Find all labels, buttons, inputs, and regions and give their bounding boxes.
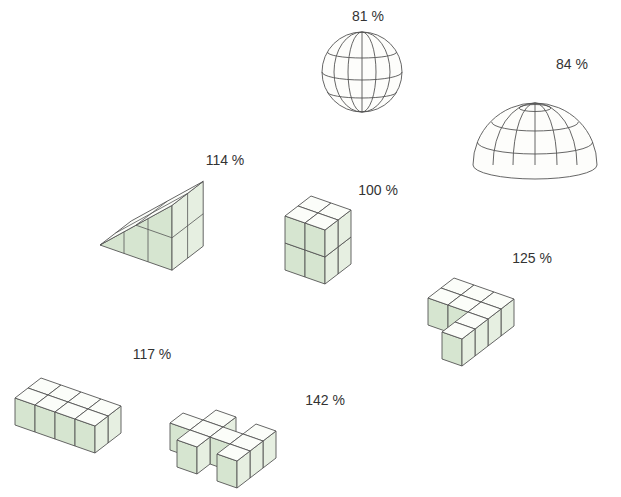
prism-grid <box>116 193 188 233</box>
cube-face <box>217 444 250 461</box>
percentage-label: 100 % <box>358 182 398 198</box>
cube-face <box>177 430 210 447</box>
hemisphere-parallel <box>477 142 592 154</box>
hemisphere-parallel <box>492 122 579 131</box>
sphere-meridian <box>348 32 376 112</box>
prism-grid <box>148 219 149 262</box>
prism-grid <box>124 232 125 254</box>
sphere-outline <box>322 32 402 112</box>
prism-face <box>172 181 203 270</box>
cube-face <box>75 409 108 426</box>
sphere-parallel <box>327 52 396 58</box>
hemisphere <box>473 103 597 179</box>
percentage-label: 114 % <box>206 152 245 168</box>
percentage-label: 117 % <box>133 346 172 362</box>
percentage-label: 142 % <box>305 392 345 408</box>
sphere <box>322 32 402 112</box>
percentage-label: 125 % <box>512 250 552 266</box>
prism-grid <box>136 225 172 238</box>
sphere-parallel <box>322 72 402 80</box>
sphere-meridian <box>334 32 390 112</box>
hemisphere-outline <box>473 103 597 179</box>
hemisphere-meridian <box>513 103 557 165</box>
prism-grid <box>172 214 203 238</box>
sphere-meridian <box>362 32 363 112</box>
hemisphere-meridian <box>535 103 536 165</box>
hemisphere-cap <box>519 105 551 112</box>
cube-face <box>442 322 475 339</box>
hemisphere-meridian <box>493 103 577 165</box>
percentage-label: 81 % <box>352 8 384 24</box>
sphere-parallel <box>327 92 396 98</box>
prism-grid <box>136 201 167 225</box>
percentage-label: 84 % <box>556 56 588 72</box>
cube-face <box>305 213 338 230</box>
cube-solids <box>15 181 514 488</box>
